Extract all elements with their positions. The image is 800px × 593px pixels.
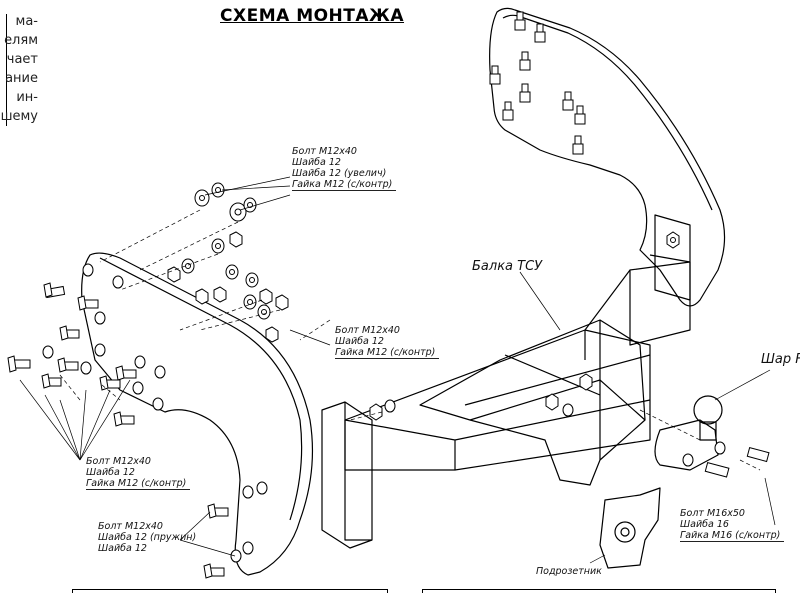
label-left-group: Болт М12х40 Шайба 12 Гайка М12 (с/контр) <box>86 456 191 490</box>
bolt <box>113 411 135 427</box>
bolt <box>574 105 586 125</box>
label-line: Шайба 12 <box>335 336 384 347</box>
left-border-line <box>6 14 7 126</box>
label-line: Болт М12х40 <box>86 456 151 467</box>
washer <box>112 275 124 289</box>
label-line: Шайба 12 <box>86 467 135 478</box>
bolt <box>115 365 137 381</box>
bolt <box>7 355 31 373</box>
washer <box>82 263 94 277</box>
nut <box>275 294 289 311</box>
label-beam: Балка ТСУ <box>472 259 543 274</box>
bolt <box>59 325 80 341</box>
label-line: Шайба 12 <box>98 543 147 554</box>
washer <box>562 403 574 417</box>
nut <box>369 403 383 421</box>
bolt <box>514 11 526 31</box>
washer <box>384 399 396 413</box>
label-line: Шайба 12 (увелич) <box>292 168 387 179</box>
side-text-line: ин- <box>16 90 38 105</box>
tow-ball <box>693 395 723 425</box>
nut <box>195 288 209 305</box>
bolt <box>572 135 584 155</box>
washer <box>256 481 268 495</box>
washer <box>714 441 726 455</box>
label-line: Шайба 12 <box>292 157 341 168</box>
washer <box>154 365 166 379</box>
nut <box>666 231 680 249</box>
label-line: Гайка М16 (с/контр) <box>680 530 785 542</box>
washer <box>42 345 54 359</box>
washer <box>134 355 146 369</box>
washer <box>152 397 164 411</box>
bolt <box>704 461 730 478</box>
washer <box>682 453 694 467</box>
bolt <box>43 282 66 299</box>
washer <box>242 485 254 499</box>
nut <box>229 231 243 248</box>
nut <box>265 326 279 343</box>
label-bottom-group: Болт М12х40 Шайба 12 (пружин) Шайба 12 <box>98 521 196 554</box>
label-line: Болт М12х40 <box>335 325 400 336</box>
washer <box>94 343 106 357</box>
nut <box>167 266 181 283</box>
bolt <box>203 563 225 579</box>
tow-ball-mount <box>654 419 719 471</box>
washer <box>94 311 106 325</box>
right-bracket <box>489 7 726 307</box>
receiver-plate <box>419 319 646 486</box>
washer <box>230 549 242 563</box>
page-title: СХЕМА МОНТАЖА <box>220 6 405 26</box>
label-ball: Шар F <box>761 352 800 367</box>
label-line: Шайба 16 <box>680 519 729 530</box>
bolt <box>746 446 770 463</box>
side-text-line: ание <box>5 71 38 86</box>
label-line: Болт М12х40 <box>292 146 357 157</box>
label-line: Гайка М12 (с/контр) <box>335 347 440 359</box>
bolt <box>207 503 229 519</box>
bolt <box>77 295 99 311</box>
bolt <box>519 51 531 71</box>
label-mid-group: Болт М12х40 Шайба 12 Гайка М12 (с/контр) <box>335 325 440 359</box>
label-top-group: Болт М12х40 Шайба 12 Шайба 12 (увелич) Г… <box>292 146 397 191</box>
cropped-side-text: ма- елям чает ание ин- шему <box>0 12 38 126</box>
side-text-line: чает <box>6 52 38 67</box>
bolt <box>57 357 79 373</box>
label-line: Гайка М12 (с/контр) <box>292 179 397 191</box>
left-bracket-plate <box>81 252 314 576</box>
nut <box>259 288 273 305</box>
bolt <box>519 83 531 103</box>
label-socket: Подрозетник <box>536 566 602 577</box>
side-text-line: шему <box>0 109 38 124</box>
side-text-line: елям <box>4 33 38 48</box>
bottom-frame-left <box>72 589 388 593</box>
nut <box>213 286 227 303</box>
bolt <box>534 23 546 43</box>
socket-plate <box>599 487 661 569</box>
washer <box>80 361 92 375</box>
bolt <box>502 101 514 121</box>
washer <box>242 541 254 555</box>
label-line: Шайба 12 (пружин) <box>98 532 197 543</box>
bolt <box>562 91 574 111</box>
nut <box>545 393 559 411</box>
bolt <box>489 65 501 85</box>
label-ball-group: Болт М16х50 Шайба 16 Гайка М16 (с/контр) <box>680 508 785 542</box>
nut <box>579 373 593 391</box>
label-line: Болт М12х40 <box>98 521 163 532</box>
bolt <box>99 375 121 391</box>
label-line: Гайка М12 (с/контр) <box>86 478 191 490</box>
bolt <box>41 373 62 389</box>
bottom-frame-right <box>422 589 776 593</box>
label-line: Болт М16х50 <box>680 508 745 519</box>
washer <box>132 381 144 395</box>
side-text-line: ма- <box>15 14 38 29</box>
